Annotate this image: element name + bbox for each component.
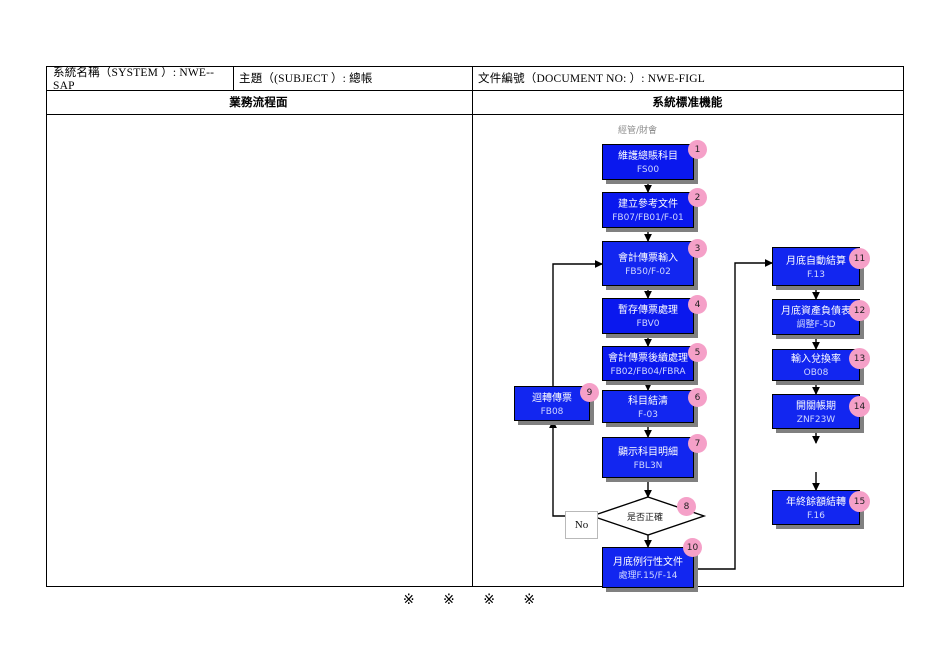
document-frame (46, 66, 904, 587)
header-system-cell: 系統名稱（SYSTEM ）: NWE--SAP (46, 66, 232, 92)
header-divider-1 (233, 67, 234, 91)
right-pane-title-cell: 系統標准機能 (472, 90, 903, 114)
header-subject-text: 主題（(SUBJECT ）: 總帳 (239, 73, 373, 85)
header-subject-cell: 主題（(SUBJECT ）: 總帳 (232, 66, 471, 90)
left-pane-title-cell: 業務流程面 (46, 90, 471, 114)
pane-divider (472, 67, 473, 586)
header-document-text: 文件編號（DOCUMENT NO: ）: NWE-FIGL (478, 73, 705, 85)
footer-marks: ※ ※ ※ ※ (402, 592, 548, 608)
left-pane-title-text: 業務流程面 (229, 97, 288, 109)
header-row-2 (47, 91, 903, 115)
header-system-text: 系統名稱（SYSTEM ）: NWE--SAP (53, 67, 215, 92)
right-pane-title-text: 系統標准機能 (652, 97, 723, 109)
header-row-1 (47, 67, 903, 91)
header-document-cell: 文件編號（DOCUMENT NO: ）: NWE-FIGL (471, 66, 903, 90)
